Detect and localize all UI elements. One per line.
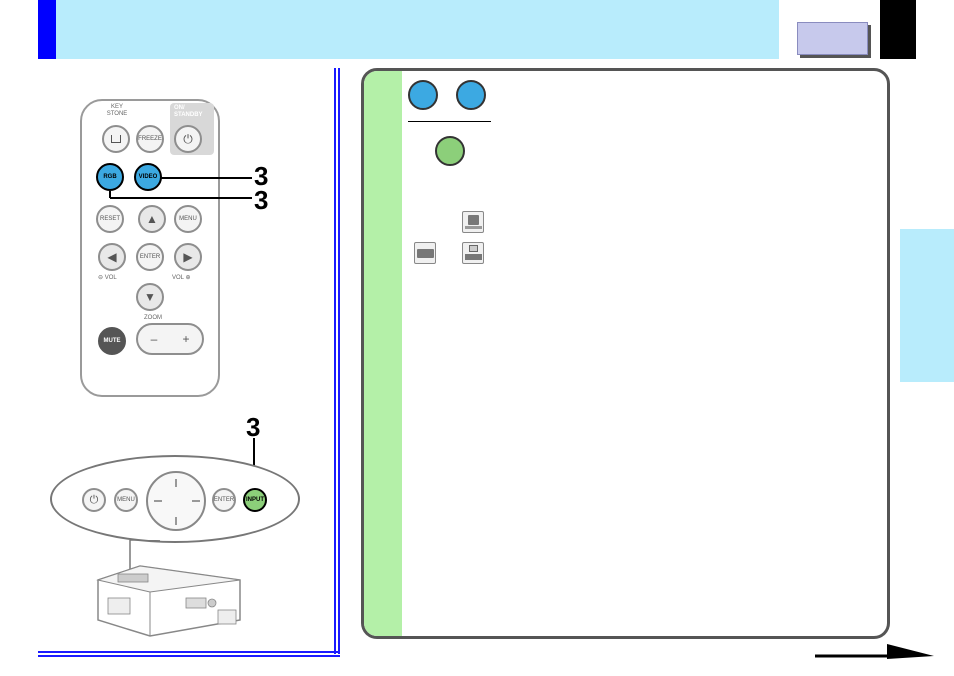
- projector-menu-label: MENU: [117, 497, 135, 503]
- zoom-rocker: – +: [136, 323, 204, 355]
- freeze-label: FREEZE: [138, 136, 162, 142]
- vol-minus-label: ⊖ VOL: [98, 275, 117, 282]
- rgb-label: RGB: [103, 174, 117, 180]
- freeze-button[interactable]: FREEZE: [136, 125, 164, 153]
- left-arrow-icon: ◀: [107, 250, 117, 264]
- column-bottom-rule-inner: [38, 655, 340, 657]
- step-callout-input: 3: [246, 412, 261, 442]
- plus-icon: ⊕: [185, 275, 191, 281]
- dpad-mark-down: [175, 517, 177, 525]
- contents-tab-button[interactable]: [797, 22, 868, 55]
- header-black-block: [880, 0, 916, 59]
- rgb-button-icon: [408, 80, 438, 110]
- minus-icon: ⊖: [98, 275, 104, 281]
- power-icon: ⏻: [183, 132, 193, 146]
- projector-enter-button[interactable]: ENTER: [212, 488, 236, 512]
- column-divider: [334, 68, 336, 654]
- vol-minus-text: VOL: [104, 275, 117, 281]
- vcr-body: [417, 249, 434, 258]
- vol-plus-text: VOL: [172, 275, 184, 281]
- zoom-minus-button[interactable]: –: [140, 325, 168, 353]
- projector-enter-label: ENTER: [213, 497, 235, 503]
- power-icon: ⏻: [89, 493, 99, 506]
- button-separator-line: [408, 121, 491, 122]
- instruction-panel: [361, 68, 890, 639]
- power-button[interactable]: ⏻: [174, 125, 202, 153]
- enter-button[interactable]: ENTER: [136, 243, 164, 271]
- menu-button[interactable]: MENU: [174, 205, 202, 233]
- video-button-icon: [456, 80, 486, 110]
- up-button[interactable]: ▲: [138, 205, 166, 233]
- zoom-label: ZOOM: [144, 315, 162, 321]
- dpad-mark-up: [175, 479, 177, 487]
- down-arrow-icon: ▼: [144, 290, 156, 304]
- laptop-screen: [468, 215, 479, 225]
- projector-input-button[interactable]: INPUT: [243, 488, 267, 512]
- zoom-plus-label: +: [182, 332, 190, 346]
- up-arrow-icon: ▲: [146, 212, 158, 226]
- zoom-minus-label: –: [150, 332, 158, 346]
- step-callout-rgb: 3: [254, 185, 269, 215]
- step-callout-video: 3: [254, 161, 269, 191]
- keystone-icon: [111, 135, 121, 143]
- video-label: VIDEO: [138, 174, 158, 180]
- header-accent-bar: [38, 0, 56, 59]
- right-button[interactable]: ▶: [174, 243, 202, 271]
- projector-dpad[interactable]: [146, 471, 206, 531]
- rgb-button[interactable]: RGB: [96, 163, 124, 191]
- keystone-button[interactable]: [102, 125, 130, 153]
- remote-control-illustration: KEY STONE FREEZE ON/ STANDBY ⏻ RGB VIDEO…: [80, 99, 220, 397]
- laptop-base: [465, 226, 482, 229]
- enter-label: ENTER: [139, 254, 161, 260]
- laptop-source-icon: [462, 211, 484, 233]
- projector-input-label: INPUT: [246, 497, 264, 503]
- section-side-tab[interactable]: [900, 229, 954, 382]
- on-standby-label: ON/ STANDBY: [174, 105, 203, 118]
- projector-menu-button[interactable]: MENU: [114, 488, 138, 512]
- mute-button[interactable]: MUTE: [98, 327, 126, 355]
- reset-button[interactable]: RESET: [96, 205, 124, 233]
- left-button[interactable]: ◀: [98, 243, 126, 271]
- dpad-mark-right: [192, 500, 200, 502]
- column-divider-inner: [338, 68, 340, 654]
- computer-base: [465, 254, 482, 260]
- dpad-mark-left: [154, 500, 162, 502]
- reset-label: RESET: [99, 216, 120, 222]
- column-bottom-rule: [38, 651, 340, 653]
- standby-area: ON/ STANDBY ⏻: [170, 103, 214, 155]
- down-button[interactable]: ▼: [136, 283, 164, 311]
- next-page-arrow[interactable]: [815, 642, 935, 662]
- projector-body-illustration: [96, 540, 241, 637]
- computer-source-icon: [462, 242, 484, 264]
- step-number-strip: [364, 71, 402, 636]
- keystone-label: KEY STONE: [106, 104, 128, 117]
- vol-plus-label: VOL ⊕: [172, 275, 191, 282]
- right-arrow-icon: ▶: [183, 250, 193, 264]
- menu-label: MENU: [179, 216, 197, 222]
- projector-control-panel: ⏻ MENU ENTER INPUT: [50, 455, 300, 543]
- mute-label: MUTE: [103, 338, 121, 344]
- header-title-band: [56, 0, 779, 59]
- projector-power-button[interactable]: ⏻: [82, 488, 106, 512]
- input-button-icon: [435, 136, 465, 166]
- zoom-plus-button[interactable]: +: [172, 325, 200, 353]
- computer-monitor: [469, 245, 478, 252]
- vcr-source-icon: [414, 242, 436, 264]
